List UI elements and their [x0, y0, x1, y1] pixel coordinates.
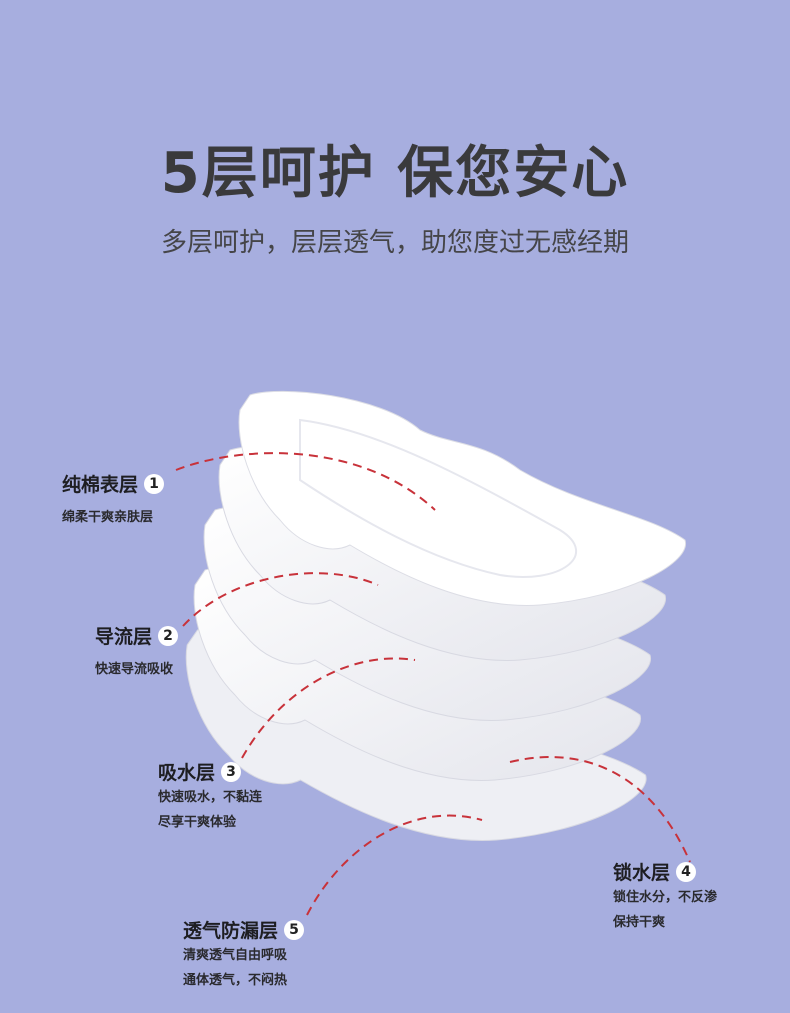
number-badge: 3 — [221, 761, 242, 782]
layer-desc: 快速导流吸收 — [95, 662, 174, 677]
page-title: 5层呵护 保您安心 — [160, 141, 630, 206]
layer-name: 锁水层 — [613, 862, 671, 884]
dash-line-3 — [241, 657, 416, 759]
layer-desc: 清爽透气自由呼吸 — [183, 948, 288, 963]
layer-name: 导流层 — [95, 626, 153, 648]
number-badge: 5 — [284, 919, 305, 940]
number-badge: 1 — [144, 473, 165, 494]
layer-desc: 绵柔干爽亲肤层 — [62, 510, 154, 525]
layer-name: 吸水层 — [158, 762, 216, 784]
layer-name: 透气防漏层 — [183, 920, 279, 942]
pad-layer-1 — [238, 390, 687, 606]
layer-desc: 快速吸水，不黏连 — [158, 790, 263, 805]
dash-line-1 — [175, 452, 436, 511]
layer-desc: 尽享干爽体验 — [158, 815, 237, 830]
number-badge: 2 — [158, 625, 179, 646]
dash-line-2 — [182, 572, 379, 627]
layer-name: 纯棉表层 — [62, 474, 139, 496]
layer-desc: 通体透气，不闷热 — [183, 973, 288, 988]
dash-line-5 — [306, 814, 483, 916]
layer-desc: 锁住水分，不反渗 — [613, 890, 718, 905]
page-subtitle: 多层呵护，层层透气，助您度过无感经期 — [160, 228, 629, 258]
number-badge: 4 — [676, 861, 697, 882]
layer-desc: 保持干爽 — [613, 915, 666, 930]
